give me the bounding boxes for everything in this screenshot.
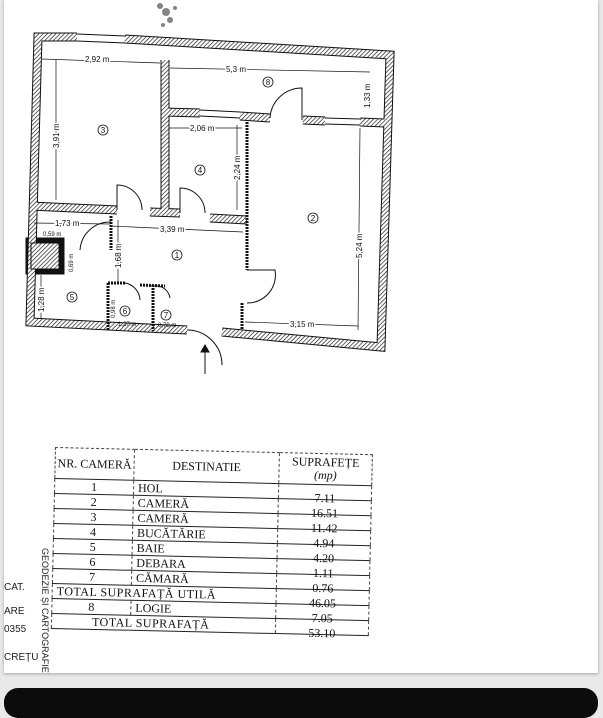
stamp-text: CAT. <box>4 582 25 593</box>
stamp-arc-text: GEODEZIE ȘI CARTOGRAFIE <box>40 548 50 673</box>
stamp-text: 0355 <box>4 624 27 635</box>
dim-label: 1,73 m <box>55 219 80 228</box>
dim-label: 3,15 m <box>290 320 315 329</box>
dimension-labels: 2,92 m 5,3 m 1,33 m 3,91 m 2,06 m 2,24 m… <box>36 54 373 331</box>
header-destination: DESTINATIE <box>133 449 280 484</box>
bottom-toolbar <box>4 688 598 718</box>
dim-label: 0,69 m <box>69 254 75 272</box>
dim-label: 2,92 m <box>85 55 110 64</box>
dim-label: 5,24 m <box>355 233 364 258</box>
dim-label: 2,06 m <box>190 124 215 133</box>
scan-smudge <box>157 3 177 27</box>
dim-label: 1,28 m <box>37 287 46 312</box>
room-5-label: 5 <box>70 293 75 302</box>
stamp-text: CREȚU <box>4 652 39 663</box>
arrow-up-icon <box>200 343 210 374</box>
walls <box>25 32 395 366</box>
floor-plan: 1 2 3 4 5 6 7 8 2,92 m 5,3 m 1,33 m 3,91… <box>25 3 395 374</box>
dim-label: 1,68 m <box>114 243 123 268</box>
room-4-label: 4 <box>198 166 203 175</box>
room-8-label: 8 <box>266 78 271 87</box>
header-area: SUPRAFEȚE(mp) <box>278 452 373 486</box>
room-2-label: 2 <box>311 214 316 223</box>
dim-label: 1,27 m <box>118 322 136 328</box>
room-3-label: 3 <box>101 126 106 135</box>
dim-label: 1,33 m <box>363 83 372 108</box>
room-7-label: 7 <box>164 311 169 320</box>
room-labels <box>66 76 319 321</box>
room-1-label: 1 <box>175 251 180 260</box>
dim-label: 3,39 m <box>160 225 185 234</box>
stamp-text: ARE <box>4 606 25 617</box>
dim-label: 3,91 m <box>52 123 61 148</box>
dim-label: 0,78 m <box>158 323 176 329</box>
stamp: GEODEZIE ȘI CARTOGRAFIE CAT. ARE 0355 CR… <box>0 548 52 673</box>
room-6-label: 6 <box>123 307 128 316</box>
header-nr: NR. CAMERĂ <box>54 447 135 481</box>
dim-label: 0,98 m <box>111 300 117 318</box>
dim-label: 2,24 m <box>233 155 242 180</box>
dim-label: 5,3 m <box>226 65 246 74</box>
dim-label: 0,59 m <box>43 232 61 238</box>
